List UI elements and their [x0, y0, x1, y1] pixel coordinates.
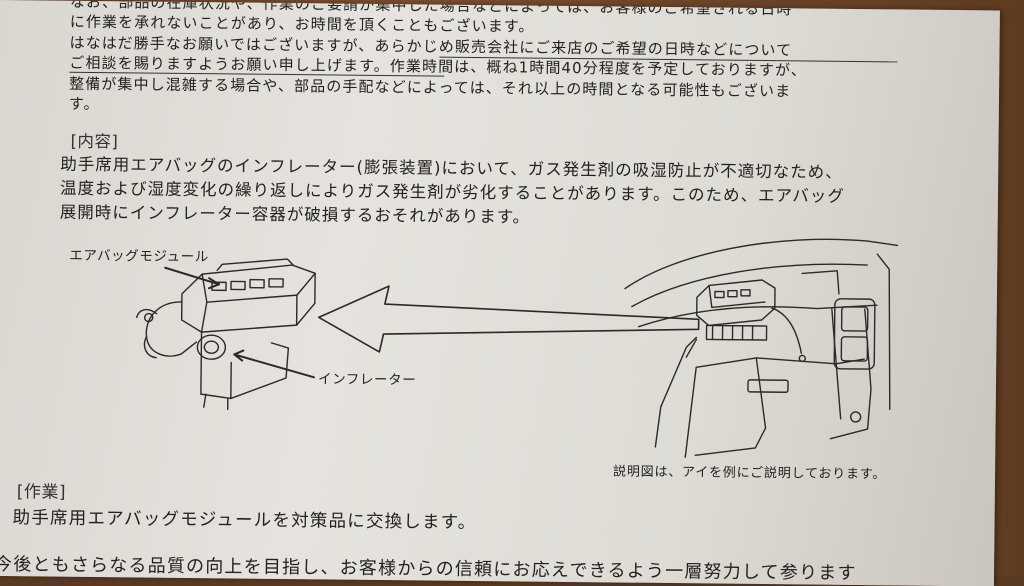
airbag-module-illustration — [135, 258, 316, 411]
work-line: 助手席用エアバッグモジュールを対策品に交換します。 — [12, 508, 477, 534]
diagram-caption: 説明図は、アイを例にご説明しております。 — [613, 464, 887, 483]
direction-arrow — [317, 285, 700, 353]
label-airbag-module: エアバッグモジュール — [69, 247, 209, 266]
work-heading: [作業] — [16, 482, 67, 503]
recall-notice-document: なお、部品の在庫状況や、作業のご要請が集中した場合などによっては、お客様のご希望… — [0, 0, 1000, 586]
dashboard-illustration — [624, 238, 899, 458]
airbag-diagram — [135, 238, 899, 458]
label-inflator: インフレーター — [317, 371, 417, 389]
